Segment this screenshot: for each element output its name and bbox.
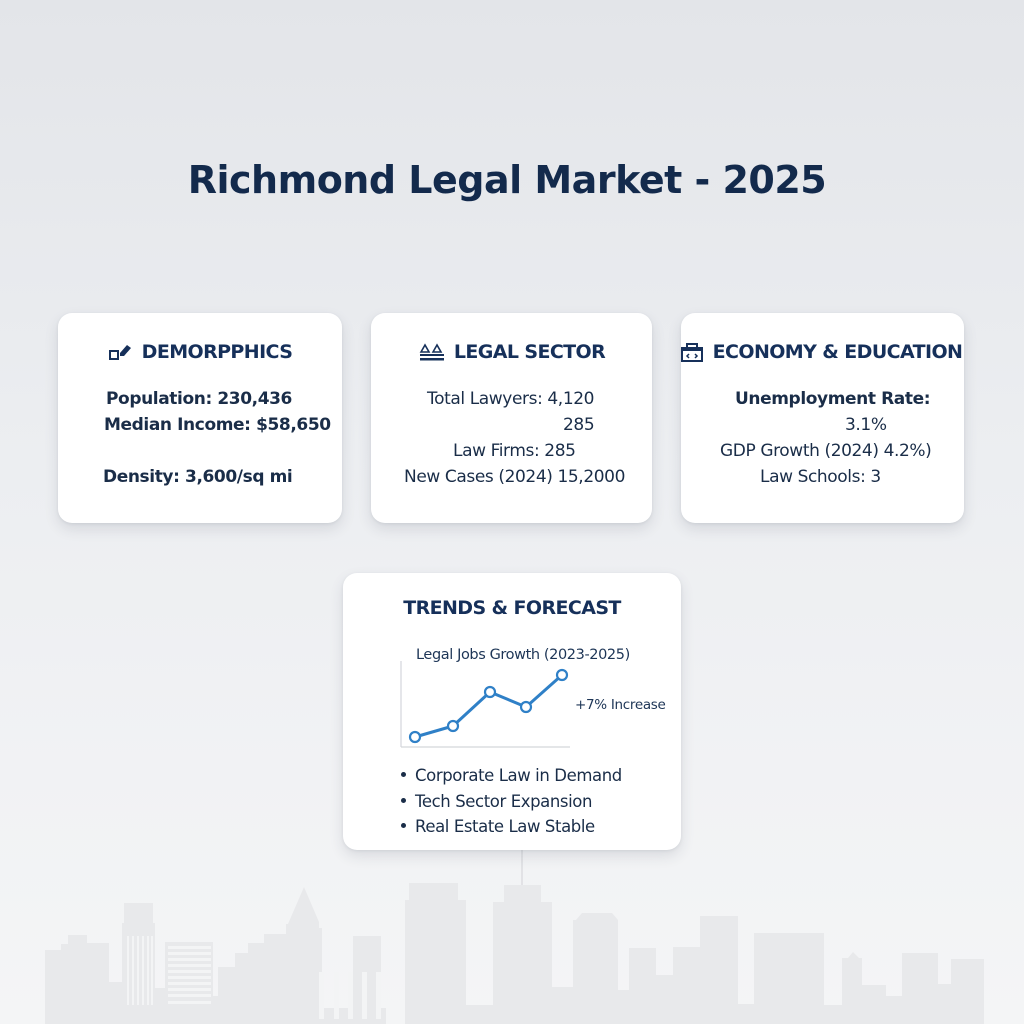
bullet-icon: [401, 823, 406, 828]
new-cases-stat: New Cases (2024) 15,2000: [404, 467, 625, 487]
density-stat: Density: 3,600/sq mi: [103, 467, 293, 487]
gdp-growth-stat: GDP Growth (2024) 4.2%): [720, 441, 932, 461]
population-stat: Population: 230,436: [106, 389, 292, 409]
trend-bullet-list: Corporate Law in Demand Tech Sector Expa…: [401, 763, 622, 840]
law-schools-stat: Law Schools: 3: [760, 467, 881, 487]
chart-point: [483, 685, 497, 699]
bullet-icon: [401, 797, 406, 803]
bullet-icon: [401, 772, 406, 777]
unemployment-rate-value: 3.1%: [845, 415, 887, 435]
page-title: Richmond Legal Market - 2025: [187, 158, 827, 202]
briefcase-icon: [680, 343, 703, 362]
trends-forecast-heading-text: TRENDS & FORECAST: [403, 597, 621, 619]
lawyers-extra-value: 285: [563, 415, 595, 435]
total-lawyers-stat: Total Lawyers: 4,120: [427, 389, 595, 409]
chart-point: [408, 730, 422, 744]
law-firms-stat: Law Firms: 285: [453, 441, 576, 461]
legal-sector-heading: LEGAL SECTOR: [371, 341, 652, 363]
city-skyline-illustration: [45, 840, 984, 1024]
legal-jobs-line-chart: [400, 661, 570, 748]
trends-forecast-heading: TRENDS & FORECAST: [343, 597, 681, 619]
chart-title: Legal Jobs Growth (2023-2025): [416, 647, 630, 663]
chart-point: [519, 700, 533, 714]
demographics-heading-text: DEMORPPHICS: [141, 341, 293, 363]
median-income-stat: Median Income: $58,650: [104, 415, 331, 435]
trends-forecast-card: TRENDS & FORECAST Legal Jobs Growth (202…: [343, 573, 681, 850]
list-item: Tech Sector Expansion: [401, 789, 622, 815]
unemployment-rate-label: Unemployment Rate:: [735, 389, 931, 409]
list-item: Real Estate Law Stable: [401, 814, 622, 840]
list-item: Corporate Law in Demand: [401, 763, 622, 789]
economy-education-card: ECONOMY & EDUCATION Unemployment Rate: 3…: [680, 313, 964, 523]
demographics-heading: DEMORPPHICS: [58, 341, 342, 363]
chart-point: [555, 668, 569, 682]
demographics-card: DEMORPPHICS Population: 230,436 Median I…: [58, 313, 342, 523]
economy-education-heading: ECONOMY & EDUCATION: [677, 341, 964, 363]
chart-line: [414, 673, 563, 739]
chart-annotation: +7% Increase: [575, 697, 666, 713]
legal-sector-heading-text: LEGAL SECTOR: [453, 341, 606, 363]
chart-point: [446, 719, 460, 733]
scales-icon: [419, 343, 444, 361]
economy-education-heading-text: ECONOMY & EDUCATION: [712, 341, 963, 363]
edit-square-icon: [108, 345, 131, 360]
legal-sector-card: LEGAL SECTOR Total Lawyers: 4,120 285 La…: [371, 313, 652, 523]
